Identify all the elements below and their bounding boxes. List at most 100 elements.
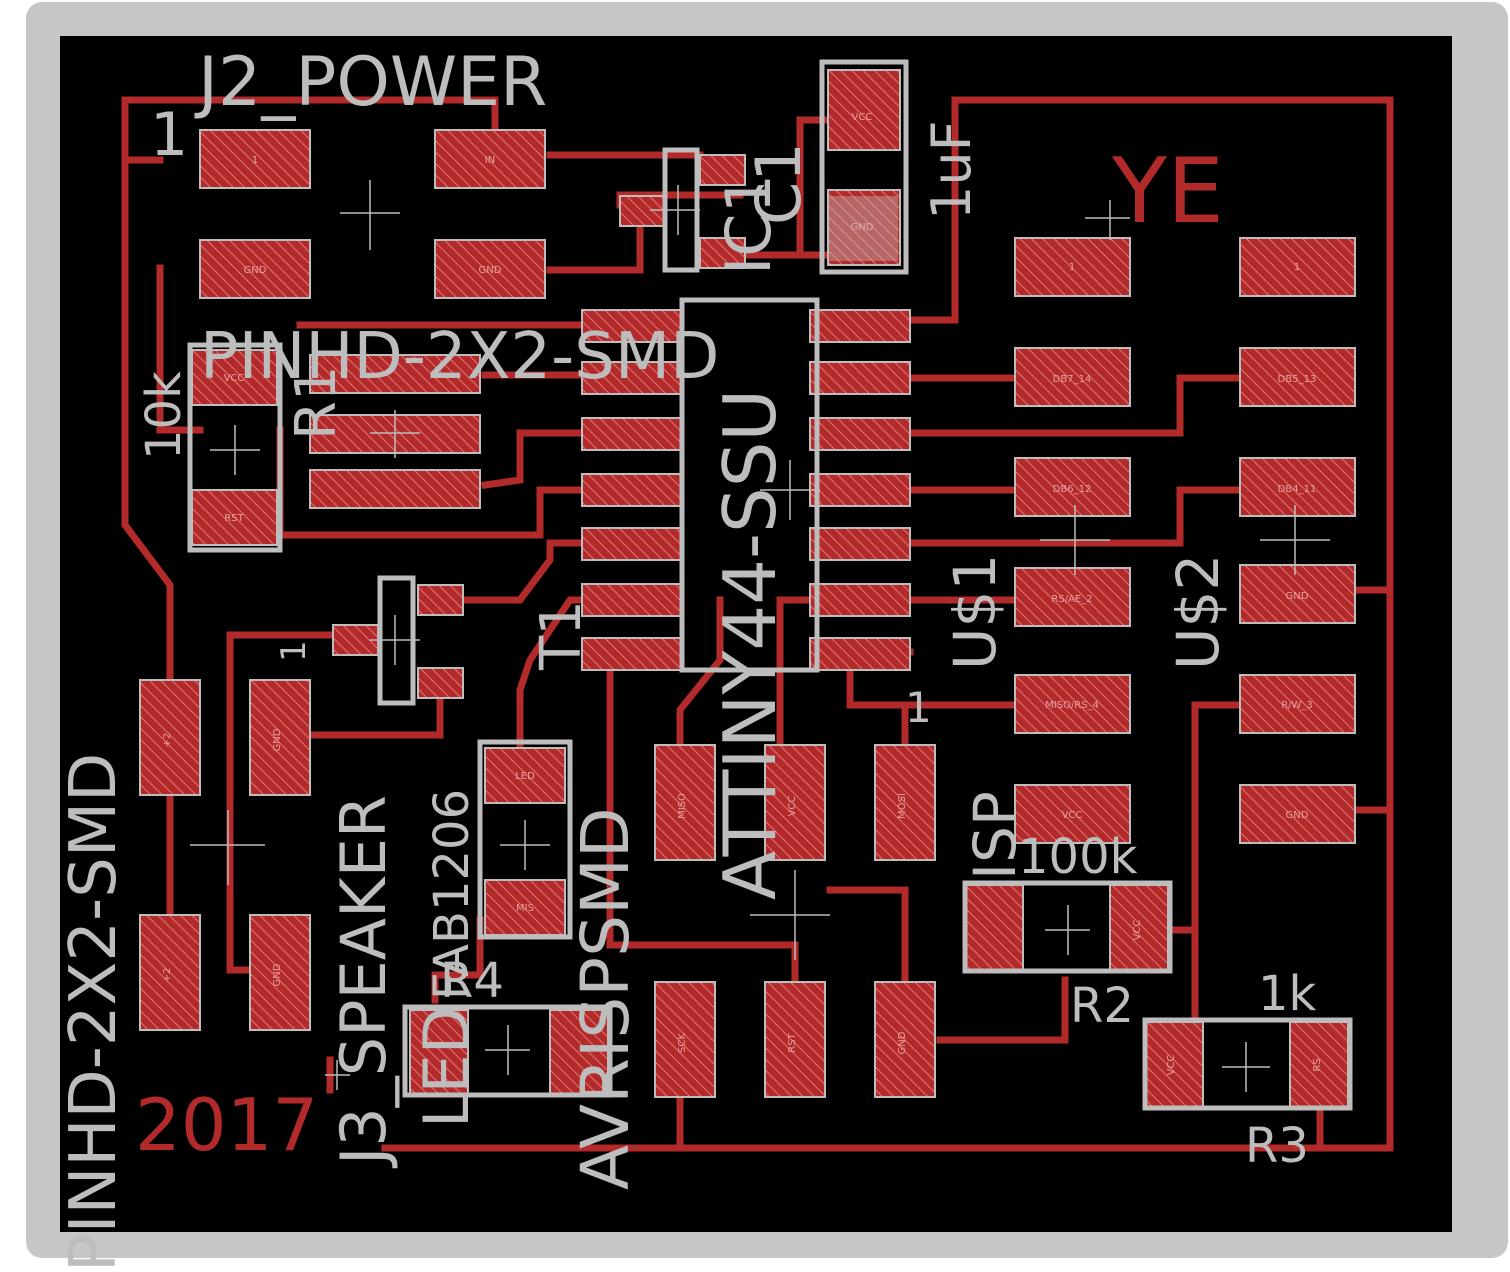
label-u1: U$1: [941, 554, 1009, 670]
pad-r4-b[interactable]: [549, 1009, 609, 1096]
ic-pin-5[interactable]: [581, 527, 683, 561]
fab-outline: [187, 342, 283, 553]
origin-markers: [190, 180, 1330, 1092]
pad-label: VCC: [1166, 1055, 1177, 1076]
label-pinhd-left: PINHD-2X2-SMD: [57, 753, 131, 1272]
ic-pin-14[interactable]: [809, 309, 911, 343]
r2-outline: [962, 880, 1173, 974]
ic-pin-13[interactable]: [809, 361, 911, 395]
pad-fab-rst[interactable]: [191, 489, 278, 546]
pad-isp-4[interactable]: [654, 981, 716, 1098]
pad-j2-1[interactable]: [199, 129, 311, 189]
pad-label: VCC: [1132, 920, 1143, 941]
label-r1: R1: [284, 365, 349, 440]
pad-j2-gnd1[interactable]: [199, 239, 311, 299]
pad-label: GND: [851, 222, 874, 233]
pad-ic1-b[interactable]: [619, 195, 666, 227]
pad-sp-2[interactable]: [249, 679, 311, 796]
pad-u1-rs[interactable]: [1014, 567, 1131, 627]
attiny-outline: [679, 297, 820, 673]
pad-c1-2[interactable]: [827, 189, 901, 266]
pad-label: 1: [1069, 262, 1075, 273]
pad-label: DB7_14: [1053, 374, 1092, 385]
label-r1-value: 10k: [136, 371, 192, 460]
led-outline: [477, 739, 573, 940]
pad-label: GND: [272, 728, 283, 751]
pad-label: RS: [1312, 1058, 1323, 1071]
pad-u2-db5[interactable]: [1239, 347, 1356, 407]
label-fab1206: FAB1206: [424, 789, 480, 1000]
pad-label: IN: [485, 155, 495, 166]
pad-label: DB4_11: [1278, 484, 1317, 495]
pad-label: DB5_13: [1278, 374, 1317, 385]
pad-u2-gnd[interactable]: [1239, 564, 1356, 624]
pad-u1-db6[interactable]: [1014, 457, 1131, 517]
pad-t1-a[interactable]: [417, 584, 464, 616]
pad-u2-rw[interactable]: [1239, 674, 1356, 734]
ic-pin-11[interactable]: [809, 473, 911, 507]
pad-label: GND: [244, 265, 267, 276]
label-ic1: IC1: [712, 174, 785, 275]
silkscreen: [187, 59, 1353, 1111]
pad-u2-1[interactable]: [1239, 237, 1356, 297]
pad-label: VCC: [224, 373, 245, 384]
pad-u1-miso[interactable]: [1014, 674, 1131, 734]
pad-label: RST: [787, 1032, 798, 1052]
ic-pin-8[interactable]: [809, 637, 911, 671]
pad-u1-1[interactable]: [1014, 237, 1131, 297]
pad-label: MISO: [677, 793, 688, 819]
ic-pin-12[interactable]: [809, 417, 911, 451]
ic-pin-9[interactable]: [809, 583, 911, 617]
silk-labels: J2_POWER 1 C1 1uF IC1 PINHD-2X2-SMD 10k …: [57, 43, 1317, 1272]
pad-j2-gnd2[interactable]: [434, 239, 546, 299]
label-r2: R2: [1070, 978, 1134, 1034]
label-u2: U$2: [1164, 554, 1232, 670]
pad-label: SCK: [677, 1033, 688, 1053]
pad-label: RS/AE_2: [1051, 594, 1092, 605]
pad-pinhd-a[interactable]: [309, 354, 481, 394]
pad-sp-4[interactable]: [249, 914, 311, 1031]
ic-pin-4[interactable]: [581, 473, 683, 507]
pad-r2-b[interactable]: [1109, 884, 1169, 971]
ic-pin-10[interactable]: [809, 527, 911, 561]
pad-u1-db7[interactable]: [1014, 347, 1131, 407]
pad-u2-gnd2[interactable]: [1239, 784, 1356, 844]
pad-j2-in[interactable]: [434, 129, 546, 189]
pad-pinhd-c[interactable]: [309, 469, 481, 509]
label-ic-pin1: 1: [905, 683, 932, 732]
pad-isp-3[interactable]: [874, 744, 936, 861]
label-t1-pin1: 1: [274, 640, 314, 662]
pad-label: MISO/RS_4: [1045, 700, 1099, 711]
pad-isp-5[interactable]: [764, 981, 826, 1098]
r4-outline: [402, 1004, 613, 1098]
pad-ic1-c[interactable]: [699, 237, 746, 269]
ic-pin-2[interactable]: [581, 361, 683, 395]
label-t1: T1: [529, 600, 594, 671]
pad-label: R/W_3: [1281, 700, 1313, 711]
pad-ic1-a[interactable]: [699, 154, 746, 186]
ic-pin-7[interactable]: [581, 637, 683, 671]
ic-pin-6[interactable]: [581, 583, 683, 617]
ic-pin-3[interactable]: [581, 417, 683, 451]
pad-isp-1[interactable]: [654, 744, 716, 861]
pad-t1-c[interactable]: [417, 667, 464, 699]
pad-label: MOSI: [897, 793, 908, 819]
label-speaker: J3_SPEAKER: [327, 795, 400, 1169]
pad-label: 1: [1294, 262, 1300, 273]
label-j2-power: J2_POWER: [194, 43, 547, 122]
r3-outline: [1142, 1017, 1353, 1111]
pad-sp-1[interactable]: [139, 679, 201, 796]
pad-u1-vcc[interactable]: [1014, 784, 1131, 844]
pad-r2-a[interactable]: [964, 884, 1024, 971]
pad-label: RST: [224, 513, 244, 524]
pad-sp-3[interactable]: [139, 914, 201, 1031]
pad-isp-2[interactable]: [764, 744, 826, 861]
label-ye: YE: [1111, 139, 1224, 244]
pad-isp-6[interactable]: [874, 981, 936, 1098]
pad-label: LED: [515, 771, 535, 782]
pad-led-a[interactable]: [484, 747, 566, 804]
pad-c1-1[interactable]: [827, 69, 901, 151]
pad-u2-db4[interactable]: [1239, 457, 1356, 517]
label-isp: ISP: [961, 791, 1029, 880]
